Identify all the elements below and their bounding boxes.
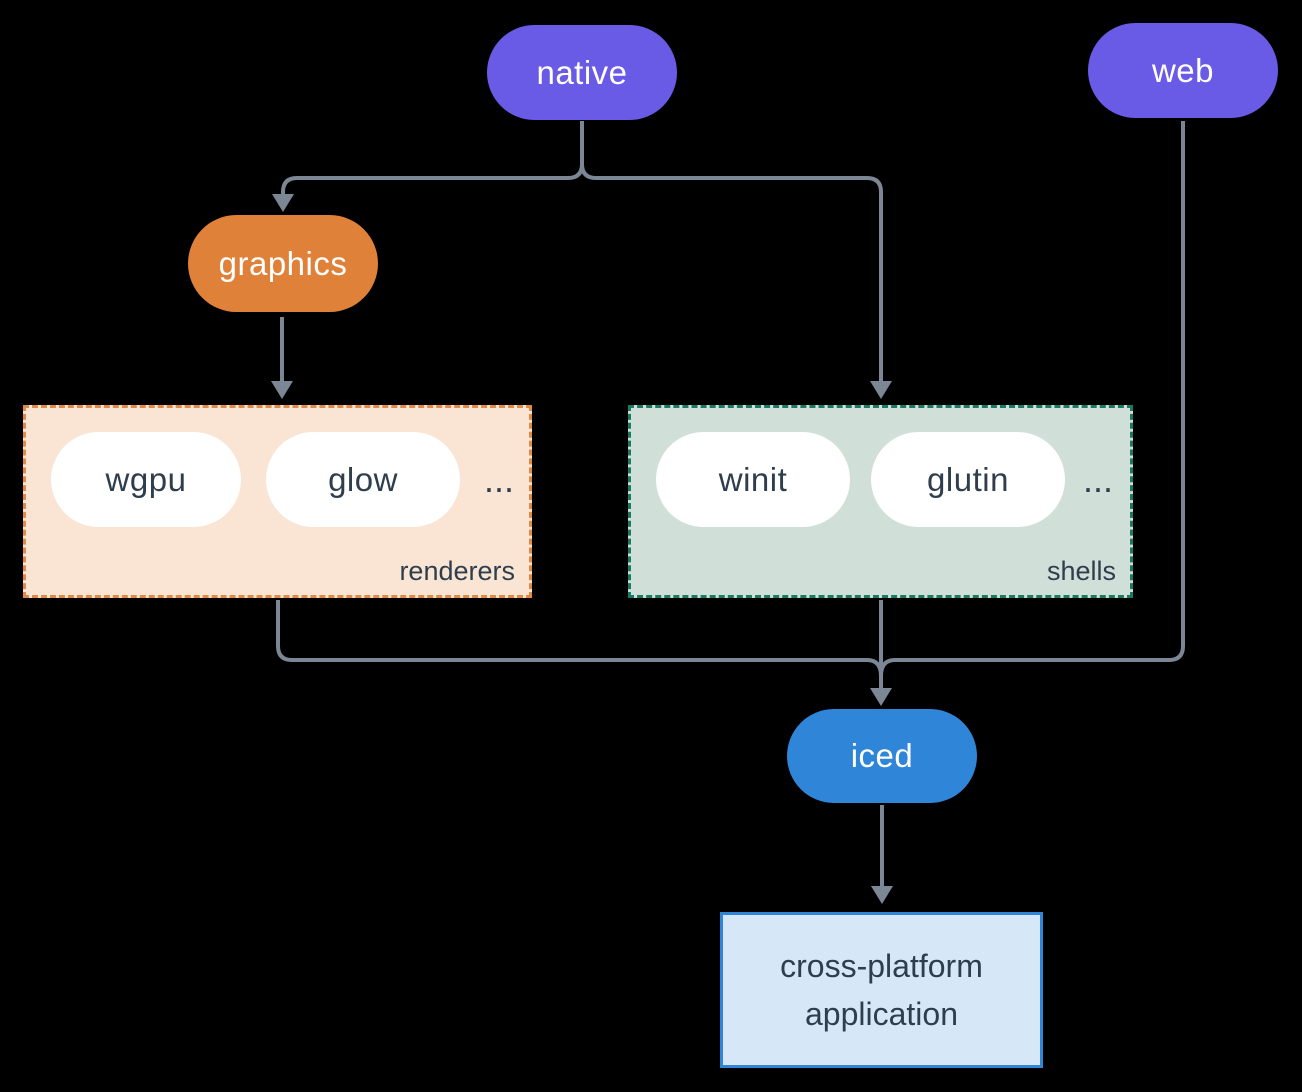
node-glow-label: glow [328, 460, 398, 498]
node-graphics: graphics [188, 215, 378, 312]
group-shells: winit glutin ... shells [628, 405, 1133, 598]
edge-native-graphics [281, 121, 584, 195]
arrowhead-graphics [272, 194, 294, 212]
arrowhead-renderers [271, 381, 293, 399]
node-glutin-label: glutin [927, 460, 1009, 498]
app-label-line1: cross-platform [780, 948, 983, 984]
renderers-group-label: renderers [399, 556, 515, 586]
arrowhead-app [871, 886, 893, 904]
edge-native-shells [580, 121, 883, 382]
arrowhead-shells [870, 381, 892, 399]
node-native: native [487, 25, 677, 120]
edge-renderers-iced [276, 600, 883, 677]
node-iced: iced [787, 709, 977, 803]
node-iced-label: iced [850, 737, 914, 774]
node-native-label: native [536, 53, 628, 91]
node-wgpu-label: wgpu [105, 460, 187, 498]
shells-ellipsis: ... [1082, 458, 1113, 500]
renderers-ellipsis: ... [483, 458, 514, 500]
shells-group-label: shells [1046, 556, 1116, 586]
arrowhead-iced [870, 688, 892, 706]
node-glutin: glutin [871, 432, 1065, 527]
node-cross-platform-application: cross-platform application [720, 912, 1043, 1068]
node-winit-label: winit [718, 460, 788, 498]
node-web-label: web [1151, 51, 1215, 89]
app-label-line2: application [805, 996, 958, 1032]
node-web: web [1088, 23, 1278, 118]
group-renderers: wgpu glow ... renderers [23, 405, 532, 598]
node-wgpu: wgpu [51, 432, 241, 527]
node-graphics-label: graphics [218, 244, 348, 282]
node-winit: winit [656, 432, 850, 527]
node-glow: glow [266, 432, 460, 527]
